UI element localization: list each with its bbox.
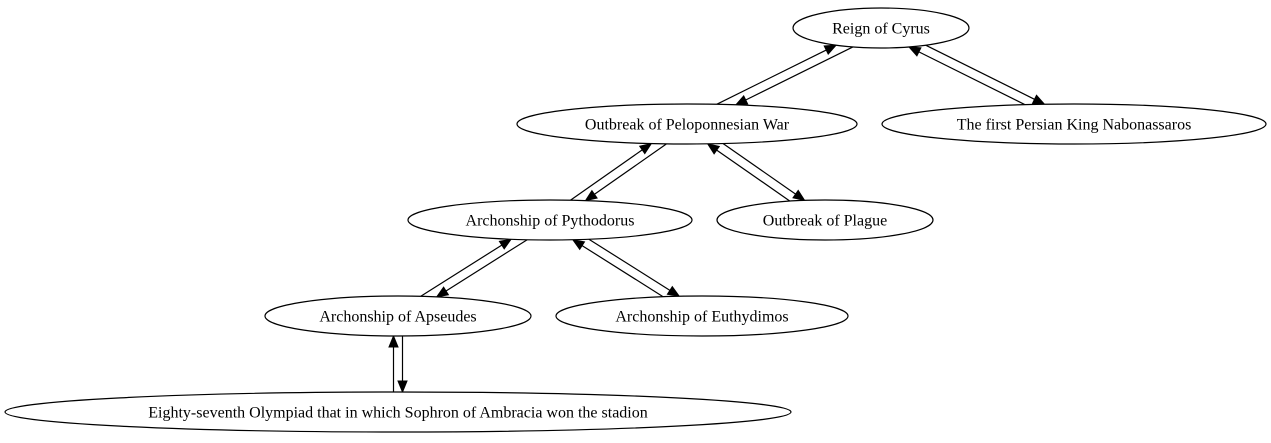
edge-olymp-to-apseu	[388, 334, 399, 392]
edge-cyrus-to-nabon	[925, 44, 1046, 105]
edge-line	[570, 149, 643, 201]
edge-line	[722, 143, 796, 195]
arrowhead-icon	[666, 285, 681, 297]
arrowhead-icon	[388, 334, 399, 348]
node-ellipse	[516, 103, 858, 145]
node-label: Outbreak of Peloponnesian War	[585, 117, 790, 134]
node-ellipse	[555, 295, 849, 337]
node-nabon: The first Persian King Nabonassaros	[881, 103, 1267, 145]
edge-pytho-to-apseu	[435, 239, 528, 298]
node-label: Eighty-seventh Olympiad that in which So…	[148, 405, 647, 422]
edge-line	[588, 238, 671, 291]
arrowhead-icon	[734, 95, 749, 106]
edge-line	[445, 239, 528, 292]
node-cyrus: Reign of Cyrus	[792, 7, 970, 49]
node-apseu: Archonship of Apseudes	[264, 295, 532, 337]
edge-pytho-to-euthy	[588, 238, 681, 297]
edge-line	[594, 143, 667, 195]
edge-line	[918, 51, 1026, 106]
edge-pytho-to-pelop	[570, 142, 653, 201]
edge-nabon-to-cyrus	[907, 46, 1026, 106]
node-ellipse	[4, 391, 792, 433]
node-plague: Outbreak of Plague	[716, 199, 934, 241]
arrowhead-icon	[1031, 94, 1046, 105]
edges-layer	[388, 44, 1046, 394]
arrowhead-icon	[638, 142, 653, 155]
arrowhead-icon	[706, 143, 721, 155]
node-label: Archonship of Apseudes	[319, 309, 476, 326]
node-ellipse	[264, 295, 532, 337]
edge-line	[716, 149, 791, 202]
edge-euthy-to-pytho	[571, 238, 664, 298]
arrowhead-icon	[792, 189, 806, 202]
edge-line	[420, 244, 503, 297]
arrowhead-icon	[823, 44, 838, 55]
node-ellipse	[716, 199, 934, 241]
edge-line	[581, 245, 664, 298]
edge-line	[716, 49, 827, 105]
arrowhead-icon	[498, 238, 513, 250]
edge-pelop-to-cyrus	[716, 44, 838, 105]
node-pytho: Archonship of Pythodorus	[407, 199, 693, 241]
node-euthy: Archonship of Euthydimos	[555, 295, 849, 337]
node-label: The first Persian King Nabonassaros	[957, 117, 1192, 134]
arrowhead-icon	[584, 189, 598, 202]
edge-line	[925, 44, 1035, 100]
arrowhead-icon	[397, 380, 408, 394]
edge-pelop-to-plague	[722, 143, 806, 202]
node-label: Outbreak of Plague	[763, 213, 887, 230]
node-pelop: Outbreak of Peloponnesian War	[516, 103, 858, 145]
node-ellipse	[792, 7, 970, 49]
edge-plague-to-pelop	[706, 143, 791, 202]
node-label: Archonship of Pythodorus	[466, 213, 635, 230]
edge-cyrus-to-pelop	[734, 46, 854, 106]
node-label: Reign of Cyrus	[832, 21, 930, 38]
arrowhead-icon	[435, 286, 450, 298]
node-olymp: Eighty-seventh Olympiad that in which So…	[4, 391, 792, 433]
node-ellipse	[881, 103, 1267, 145]
edge-apseu-to-pytho	[420, 238, 513, 297]
node-ellipse	[407, 199, 693, 241]
arrowhead-icon	[571, 238, 586, 251]
edge-apseu-to-olymp	[397, 336, 408, 394]
node-label: Archonship of Euthydimos	[615, 309, 788, 326]
edge-pelop-to-pytho	[584, 143, 667, 202]
arrowhead-icon	[907, 46, 922, 57]
edge-line	[745, 46, 854, 101]
